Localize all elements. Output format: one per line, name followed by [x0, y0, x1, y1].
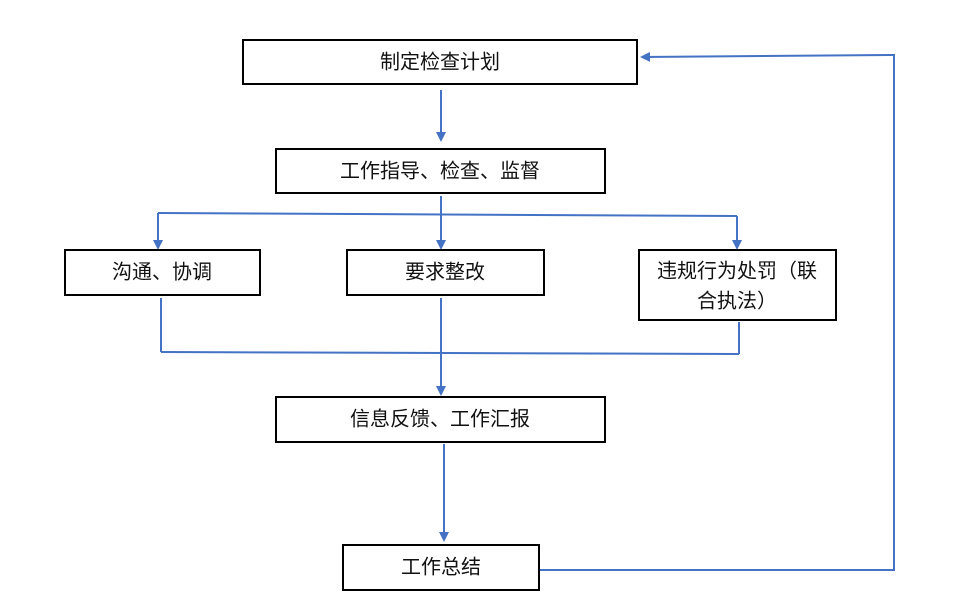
node-feedback: 信息反馈、工作汇报	[275, 396, 606, 443]
node-communicate-label: 沟通、协调	[112, 260, 212, 284]
node-rectify: 要求整改	[346, 249, 545, 296]
node-penalty: 违规行为处罚（联 合执法）	[638, 249, 837, 321]
node-guide: 工作指导、检查、监督	[275, 148, 606, 194]
arrow-loop-summary-to-plan	[540, 51, 895, 571]
node-penalty-label-line1: 违规行为处罚（联	[657, 259, 817, 283]
node-summary: 工作总结	[342, 544, 540, 591]
node-feedback-label: 信息反馈、工作汇报	[350, 407, 530, 431]
distributor-line	[157, 212, 738, 217]
node-rectify-label: 要求整改	[405, 260, 485, 284]
collector-line	[160, 351, 740, 355]
node-guide-label: 工作指导、检查、监督	[340, 159, 540, 183]
node-plan: 制定检查计划	[242, 39, 638, 85]
node-penalty-label-line2: 合执法）	[697, 289, 777, 313]
node-plan-label: 制定检查计划	[380, 50, 500, 74]
node-communicate: 沟通、协调	[64, 249, 261, 296]
node-summary-label: 工作总结	[401, 555, 481, 579]
connectors	[153, 51, 895, 571]
